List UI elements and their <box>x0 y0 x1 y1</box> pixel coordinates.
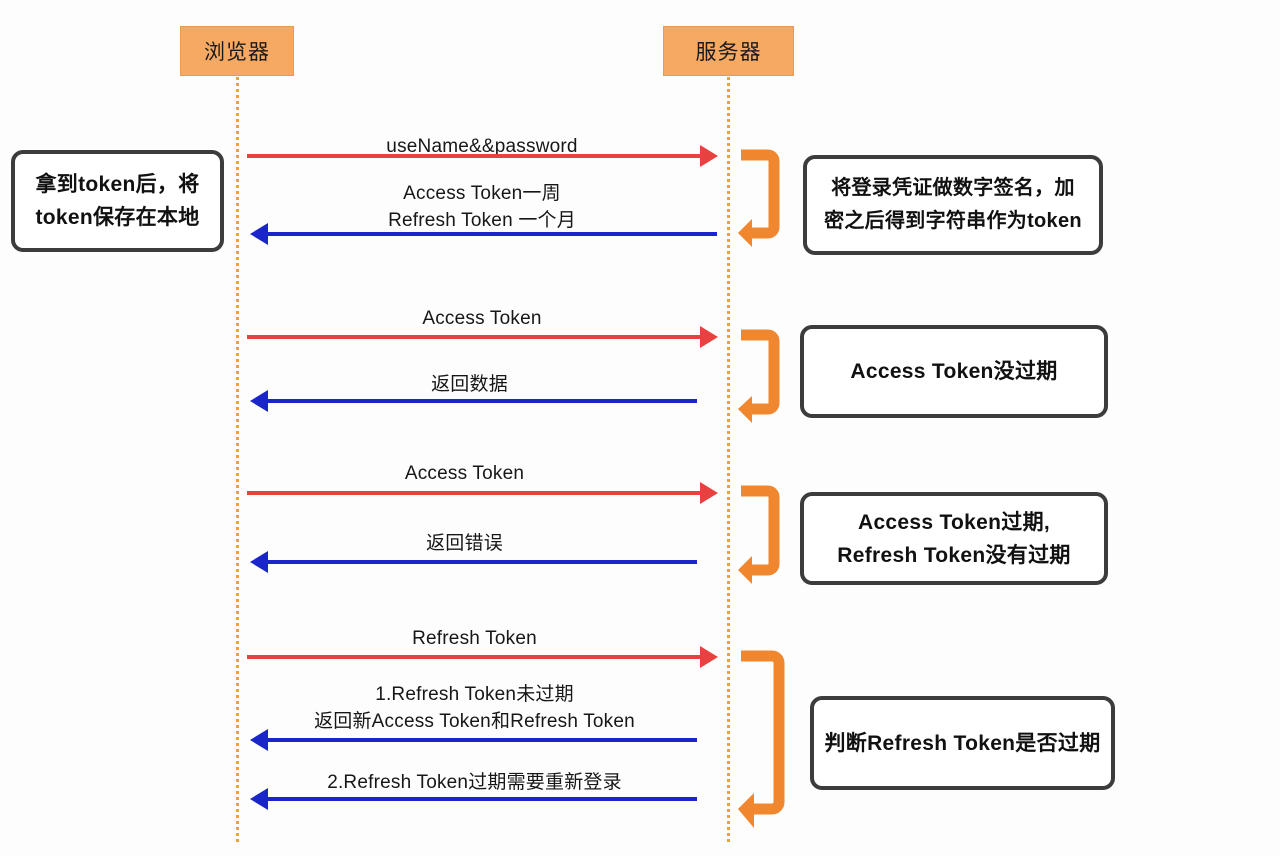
message-label-m2: Access Token一周 Refresh Token 一个月 <box>388 183 576 231</box>
self-call-bracket-3 <box>736 480 784 585</box>
participant-server[interactable]: 服务器 <box>663 26 794 76</box>
message-label-m7: Refresh Token <box>412 628 537 649</box>
self-call-bracket-4 <box>736 645 791 830</box>
message-arrow-m4 <box>268 399 697 403</box>
message-arrow-m1 <box>247 154 702 158</box>
message-arrow-m5 <box>247 491 702 495</box>
arrow-head-left-m2 <box>250 223 268 245</box>
message-label-m9: 2.Refresh Token过期需要重新登录 <box>327 772 622 793</box>
message-arrow-m3 <box>247 335 702 339</box>
lifeline-browser <box>236 77 239 842</box>
message-arrow-m8 <box>268 738 697 742</box>
arrow-head-right-m3 <box>700 326 718 348</box>
message-label-m6: 返回错误 <box>426 533 503 554</box>
message-label-m5: Access Token <box>404 463 525 484</box>
message-arrow-m6 <box>268 560 697 564</box>
arrow-head-right-m7 <box>700 646 718 668</box>
message-arrow-m7 <box>247 655 702 659</box>
note-browser-store-token: 拿到token后，将 token保存在本地 <box>11 150 224 252</box>
arrow-head-right-m1 <box>700 145 718 167</box>
message-label-m8: 1.Refresh Token未过期 返回新Access Token和Refre… <box>314 684 635 732</box>
arrow-head-left-m9 <box>250 788 268 810</box>
arrow-head-left-m8 <box>250 729 268 751</box>
message-label-m3: Access Token <box>422 308 542 329</box>
self-call-bracket-2 <box>736 324 784 424</box>
note-server-sign-credentials: 将登录凭证做数字签名，加 密之后得到字符串作为token <box>803 155 1103 255</box>
message-label-m4: 返回数据 <box>431 374 508 395</box>
note-server-check-refresh: 判断Refresh Token是否过期 <box>810 696 1115 790</box>
message-arrow-m2 <box>268 232 717 236</box>
note-server-token-valid: Access Token没过期 <box>800 325 1108 418</box>
arrow-head-left-m6 <box>250 551 268 573</box>
self-call-bracket-1 <box>736 143 784 248</box>
participant-browser-label: 浏览器 <box>204 41 270 64</box>
note-server-access-expired: Access Token过期, Refresh Token没有过期 <box>800 492 1108 585</box>
participant-browser[interactable]: 浏览器 <box>180 26 294 76</box>
message-label-m1: useName&&password <box>386 136 578 157</box>
message-arrow-m9 <box>268 797 697 801</box>
lifeline-server <box>727 77 730 842</box>
participant-server-label: 服务器 <box>695 41 762 64</box>
arrow-head-left-m4 <box>250 390 268 412</box>
arrow-head-right-m5 <box>700 482 718 504</box>
